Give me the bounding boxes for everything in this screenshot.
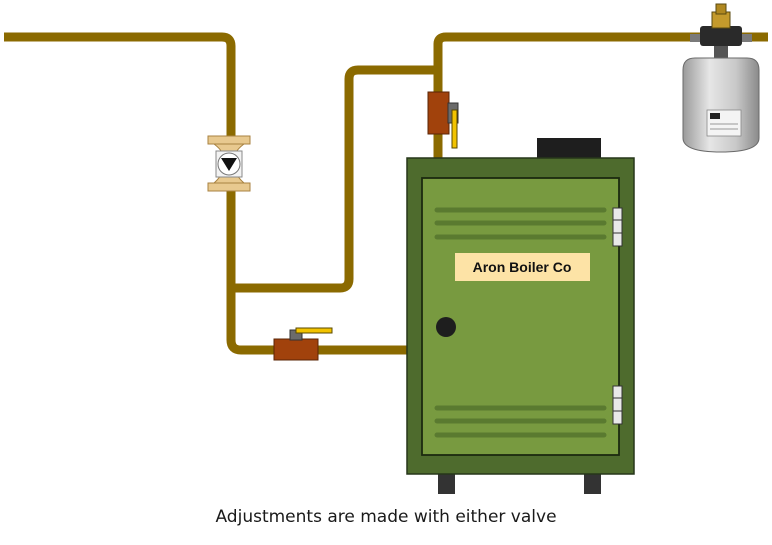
door-knob[interactable] [436,317,456,337]
bypass-pipe [231,65,438,293]
boiler-flue [537,138,601,159]
door-hinge-upper [612,207,623,247]
diagram-caption: Adjustments are made with either valve [215,507,557,527]
boiler-foot-left [438,473,455,494]
boiler-door [421,177,620,456]
boiler-label-plate [455,253,590,281]
supply-pipe [433,32,768,160]
door-vents-top [434,207,607,240]
expansion-tank-icon [682,3,760,153]
supply-valve-icon[interactable] [427,91,459,149]
ball-valve-icon[interactable] [273,327,333,361]
boiler-foot-right [584,473,601,494]
door-vents-bottom [434,405,607,438]
boiler-label: Aron Boiler Co [473,259,572,275]
return-pipe [4,32,410,355]
pipe-network [4,32,768,355]
door-hinge-lower [612,385,623,425]
boiler: Aron Boiler Co [406,138,635,494]
circulator-pump-icon [207,135,251,192]
